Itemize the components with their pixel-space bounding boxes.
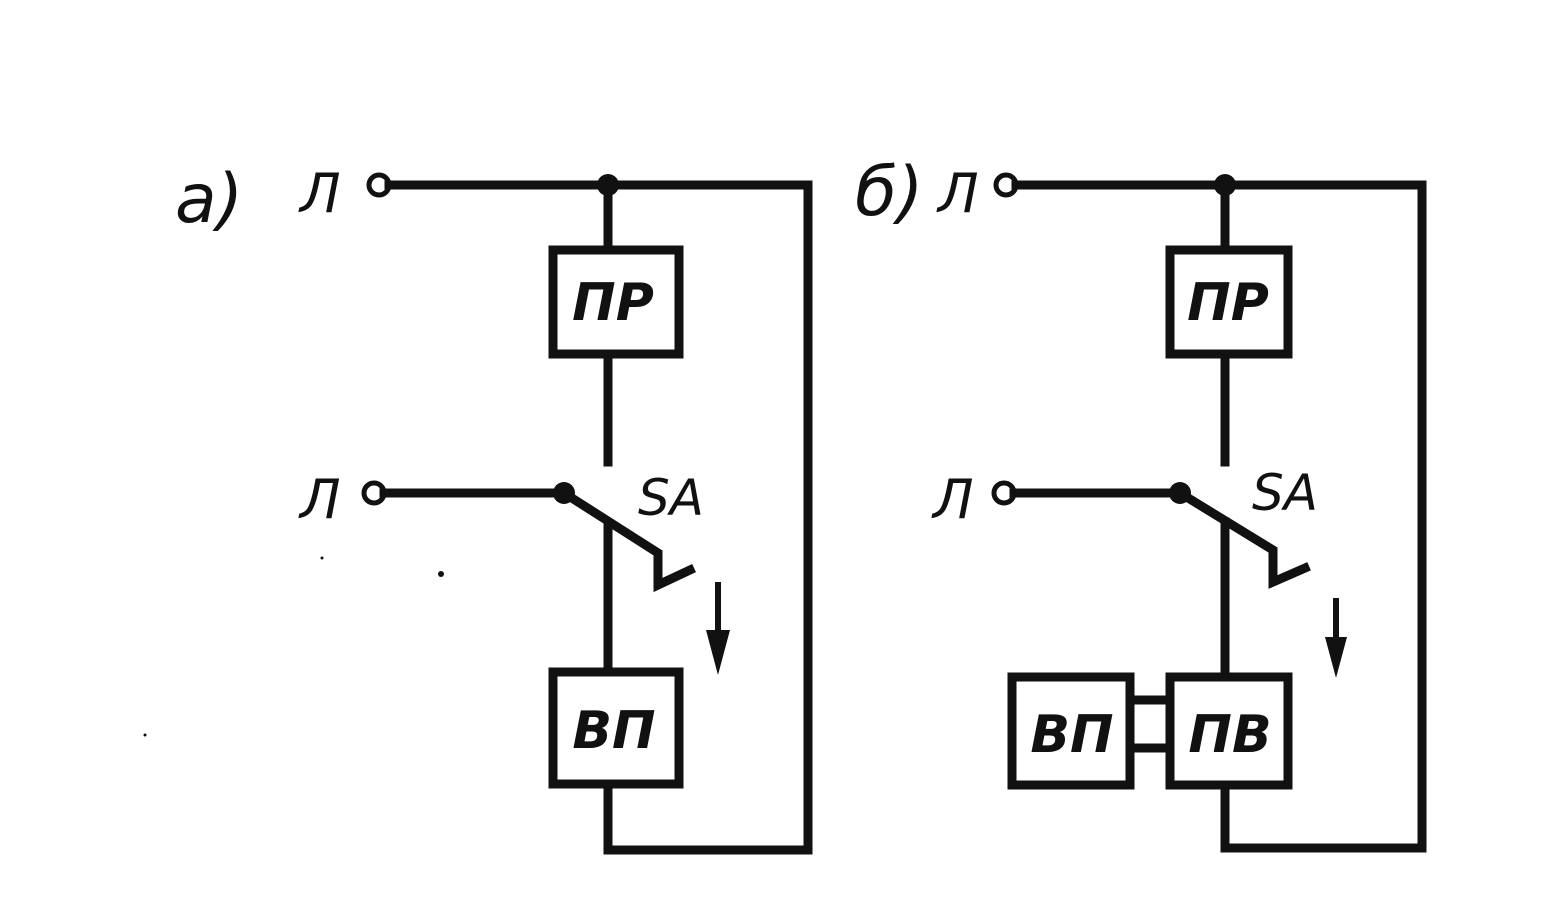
panel-a-line-top-label: Л xyxy=(298,162,341,225)
panel-b-line-bottom-label: Л xyxy=(931,468,974,531)
panel-a-switch-label: SA xyxy=(638,469,704,527)
panel-a-fuse-label: ПР xyxy=(572,273,654,333)
panel-a-device-box xyxy=(548,667,684,789)
panel-a-device-label: ВП xyxy=(572,701,655,761)
panel-b: б) Л ПР Л SA ПВ ВП xyxy=(855,153,1427,853)
panel-b-switch-label: SA xyxy=(1252,464,1318,522)
panel-b-label: б) xyxy=(855,153,923,232)
speck-dot xyxy=(143,733,147,737)
panel-a-line-bottom-label: Л xyxy=(298,468,341,531)
panel-b-device-label: ВП xyxy=(1030,705,1113,765)
speck-dot xyxy=(320,556,324,560)
panel-b-converter-label: ПВ xyxy=(1188,705,1271,765)
speck-dot xyxy=(438,571,444,577)
panel-b-line-top-label: Л xyxy=(936,162,979,225)
panel-b-down-arrow-icon xyxy=(1325,598,1347,678)
panel-b-return-wire xyxy=(1220,180,1427,853)
panel-a-label: а) xyxy=(175,160,243,239)
panel-a: а) Л ПР Л SA ВП xyxy=(175,160,813,855)
panel-b-converter-box xyxy=(1165,672,1293,790)
panel-a-fuse-box xyxy=(548,245,684,359)
panel-a-return-wire xyxy=(603,180,813,855)
panel-a-down-arrow-icon xyxy=(706,582,730,675)
panel-b-fuse-label: ПР xyxy=(1187,273,1269,333)
panel-b-device-box xyxy=(1007,672,1135,790)
